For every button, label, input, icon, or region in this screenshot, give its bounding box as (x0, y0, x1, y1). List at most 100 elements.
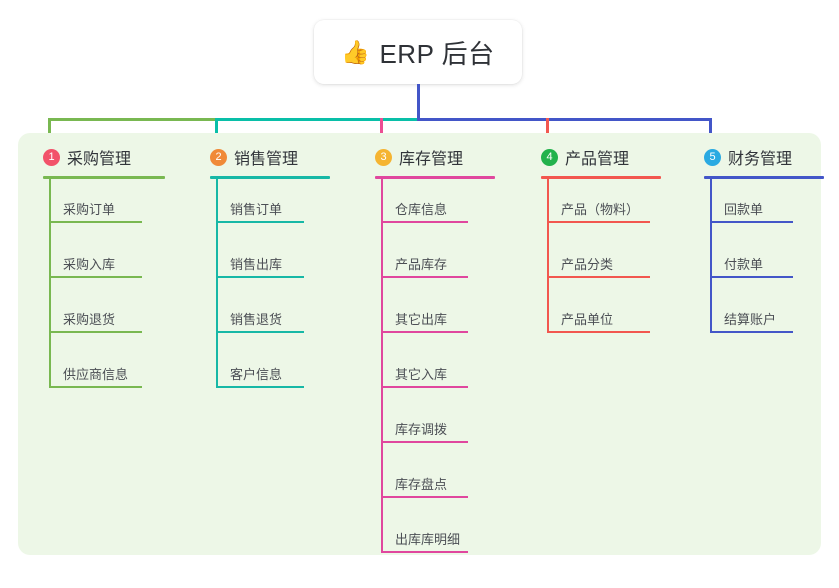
branch-item[interactable]: 付款单 (710, 250, 793, 278)
drop-connector-5 (709, 118, 712, 145)
branch-item[interactable]: 销售退货 (216, 305, 304, 333)
branch-item-label: 结算账户 (724, 312, 777, 327)
branch-item-underline (547, 221, 650, 223)
branch-item-label: 产品分类 (561, 257, 614, 272)
branch-item-underline (710, 276, 793, 278)
branch-underline (43, 176, 165, 179)
branch-item[interactable]: 供应商信息 (49, 360, 142, 388)
branch-number-badge: 2 (210, 148, 227, 166)
branch-item-label: 供应商信息 (63, 367, 129, 382)
branch-item-underline (710, 331, 793, 333)
branch-stem (381, 178, 383, 553)
branch-item-underline (381, 386, 468, 388)
root-trunk-connector (417, 84, 420, 121)
branch-item-underline (49, 221, 142, 223)
branch-item-label: 销售退货 (230, 312, 283, 327)
root-node-title: 👍 ERP 后台 (341, 34, 494, 71)
branch-item-label: 产品库存 (395, 257, 448, 272)
branch-item[interactable]: 库存调拨 (381, 415, 468, 443)
branch-item-underline (381, 551, 468, 553)
branch-stem (710, 178, 712, 333)
branch-item[interactable]: 库存盘点 (381, 470, 468, 498)
bus-segment-3 (417, 118, 712, 121)
branch-item-underline (381, 221, 468, 223)
branch-item[interactable]: 其它入库 (381, 360, 468, 388)
branch-item-underline (216, 386, 304, 388)
branch-item-underline (547, 331, 650, 333)
root-node-card[interactable]: 👍 ERP 后台 (314, 20, 522, 84)
branch-header-3[interactable]: 3 库存管理 (375, 145, 463, 169)
branch-item-underline (216, 276, 304, 278)
branch-stem (216, 178, 218, 388)
branch-item[interactable]: 产品单位 (547, 305, 650, 333)
branch-number-badge: 1 (43, 148, 60, 166)
branch-item-label: 销售出库 (230, 257, 283, 272)
branch-item-underline (547, 276, 650, 278)
branch-item[interactable]: 销售出库 (216, 250, 304, 278)
drop-connector-1 (48, 118, 51, 145)
branch-header-4[interactable]: 4 产品管理 (541, 145, 629, 169)
branch-number-badge: 3 (375, 148, 392, 166)
root-node-label: ERP 后台 (379, 38, 495, 69)
drop-connector-3 (380, 118, 383, 145)
branch-item-label: 库存调拨 (395, 422, 448, 437)
branch-number-badge: 5 (704, 148, 721, 166)
branch-item[interactable]: 仓库信息 (381, 195, 468, 223)
branch-item-label: 采购订单 (63, 202, 116, 217)
branch-item[interactable]: 其它出库 (381, 305, 468, 333)
branch-item[interactable]: 产品分类 (547, 250, 650, 278)
branch-item-underline (216, 331, 304, 333)
branch-stem (49, 178, 51, 388)
branch-item-label: 其它出库 (395, 312, 448, 327)
branch-underline (375, 176, 495, 179)
branch-stem (547, 178, 549, 333)
branch-item[interactable]: 采购入库 (49, 250, 142, 278)
branch-item[interactable]: 结算账户 (710, 305, 793, 333)
branch-item-label: 库存盘点 (395, 477, 448, 492)
branch-item[interactable]: 产品（物料） (547, 195, 650, 223)
branch-item-label: 销售订单 (230, 202, 283, 217)
branch-item[interactable]: 产品库存 (381, 250, 468, 278)
branch-item[interactable]: 销售订单 (216, 195, 304, 223)
branch-item[interactable]: 客户信息 (216, 360, 304, 388)
branch-header-5[interactable]: 5 财务管理 (704, 145, 792, 169)
branch-item-underline (49, 331, 142, 333)
branch-item-label: 其它入库 (395, 367, 448, 382)
drop-connector-4 (546, 118, 549, 145)
bus-segment-1 (48, 118, 217, 121)
branch-title-label: 库存管理 (399, 151, 464, 168)
branch-title-label: 财务管理 (728, 151, 793, 168)
branch-header-2[interactable]: 2 销售管理 (210, 145, 298, 169)
thumbs-up-icon: 👍 (341, 38, 371, 65)
branch-item[interactable]: 回款单 (710, 195, 793, 223)
branch-number-badge: 4 (541, 148, 558, 166)
bus-segment-2 (215, 118, 419, 121)
branch-item[interactable]: 采购订单 (49, 195, 142, 223)
branch-title-label: 销售管理 (234, 151, 299, 168)
branch-item-label: 产品（物料） (561, 202, 640, 217)
branch-item-label: 付款单 (724, 257, 764, 272)
branch-item-underline (216, 221, 304, 223)
branch-item-label: 出库库明细 (395, 532, 461, 547)
branch-item-underline (49, 386, 142, 388)
branch-item-label: 产品单位 (561, 312, 614, 327)
branch-underline (210, 176, 330, 179)
branch-item-label: 回款单 (724, 202, 764, 217)
branch-item-label: 客户信息 (230, 367, 283, 382)
branch-title-label: 产品管理 (565, 151, 630, 168)
branch-item-underline (381, 496, 468, 498)
branch-item-label: 采购退货 (63, 312, 116, 327)
branch-underline (541, 176, 661, 179)
branch-item[interactable]: 采购退货 (49, 305, 142, 333)
branch-item-underline (49, 276, 142, 278)
branch-item-underline (381, 276, 468, 278)
branch-item-underline (710, 221, 793, 223)
branch-item[interactable]: 出库库明细 (381, 525, 468, 553)
drop-connector-2 (215, 118, 218, 145)
branch-item-label: 仓库信息 (395, 202, 448, 217)
branch-item-label: 采购入库 (63, 257, 116, 272)
branch-item-underline (381, 441, 468, 443)
